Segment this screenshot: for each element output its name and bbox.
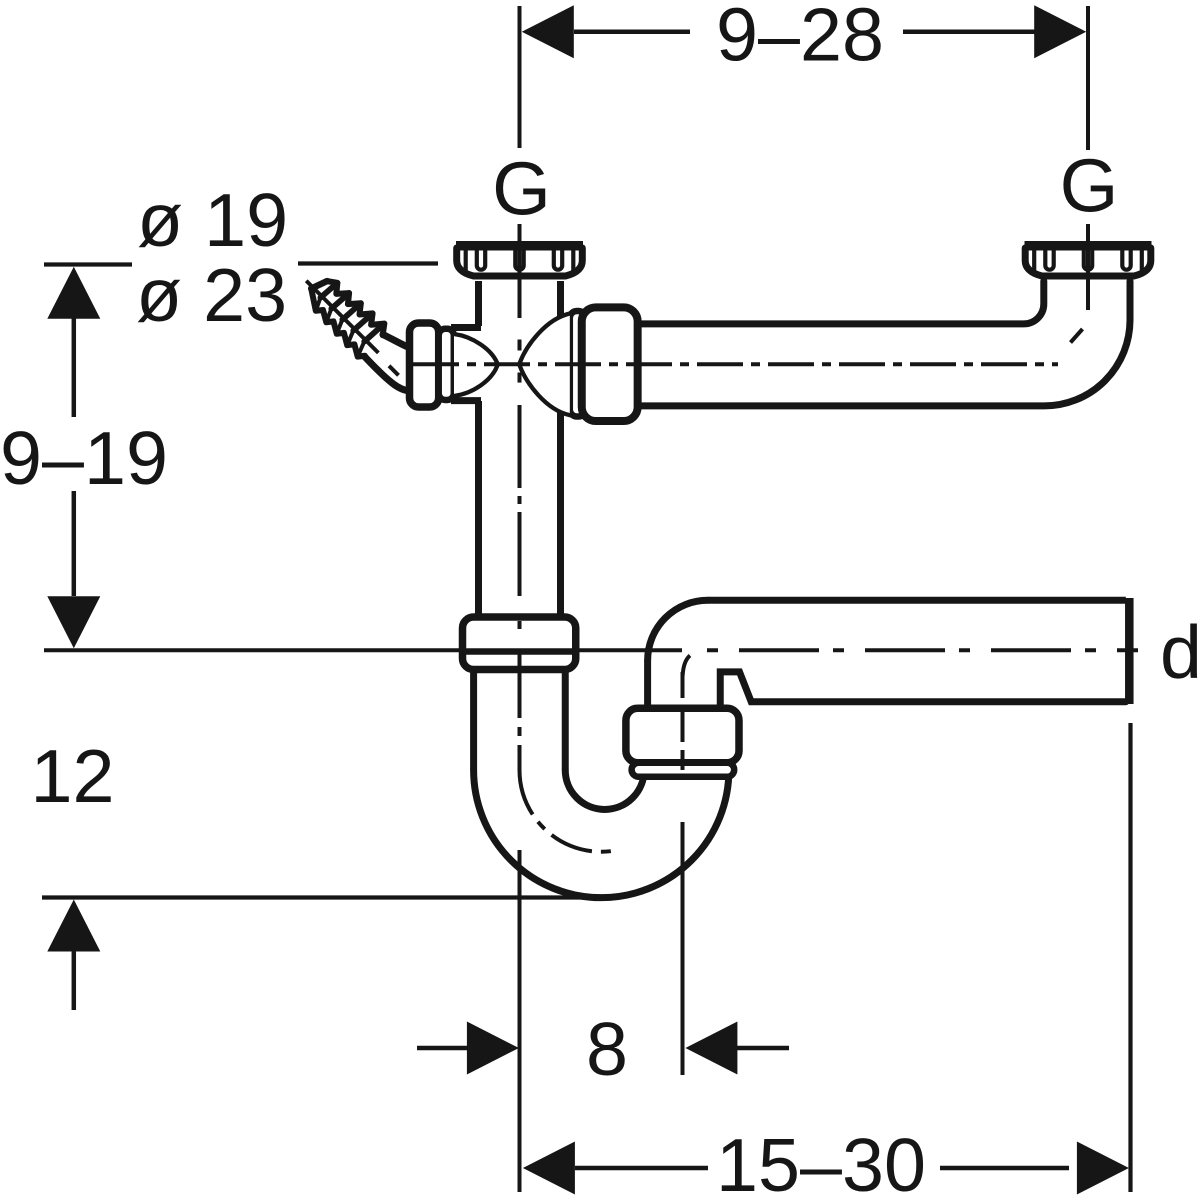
svg-text:9–19: 9–19 (0, 416, 168, 500)
svg-text:ø 23: ø 23 (136, 253, 287, 337)
svg-text:G: G (1060, 144, 1119, 228)
svg-text:9–28: 9–28 (716, 0, 884, 77)
svg-text:G: G (492, 147, 551, 231)
svg-text:ø 19: ø 19 (137, 178, 288, 262)
svg-text:d: d (1160, 610, 1200, 694)
svg-text:8: 8 (586, 1007, 628, 1091)
svg-text:12: 12 (31, 734, 115, 818)
svg-text:15–30: 15–30 (716, 1123, 926, 1200)
